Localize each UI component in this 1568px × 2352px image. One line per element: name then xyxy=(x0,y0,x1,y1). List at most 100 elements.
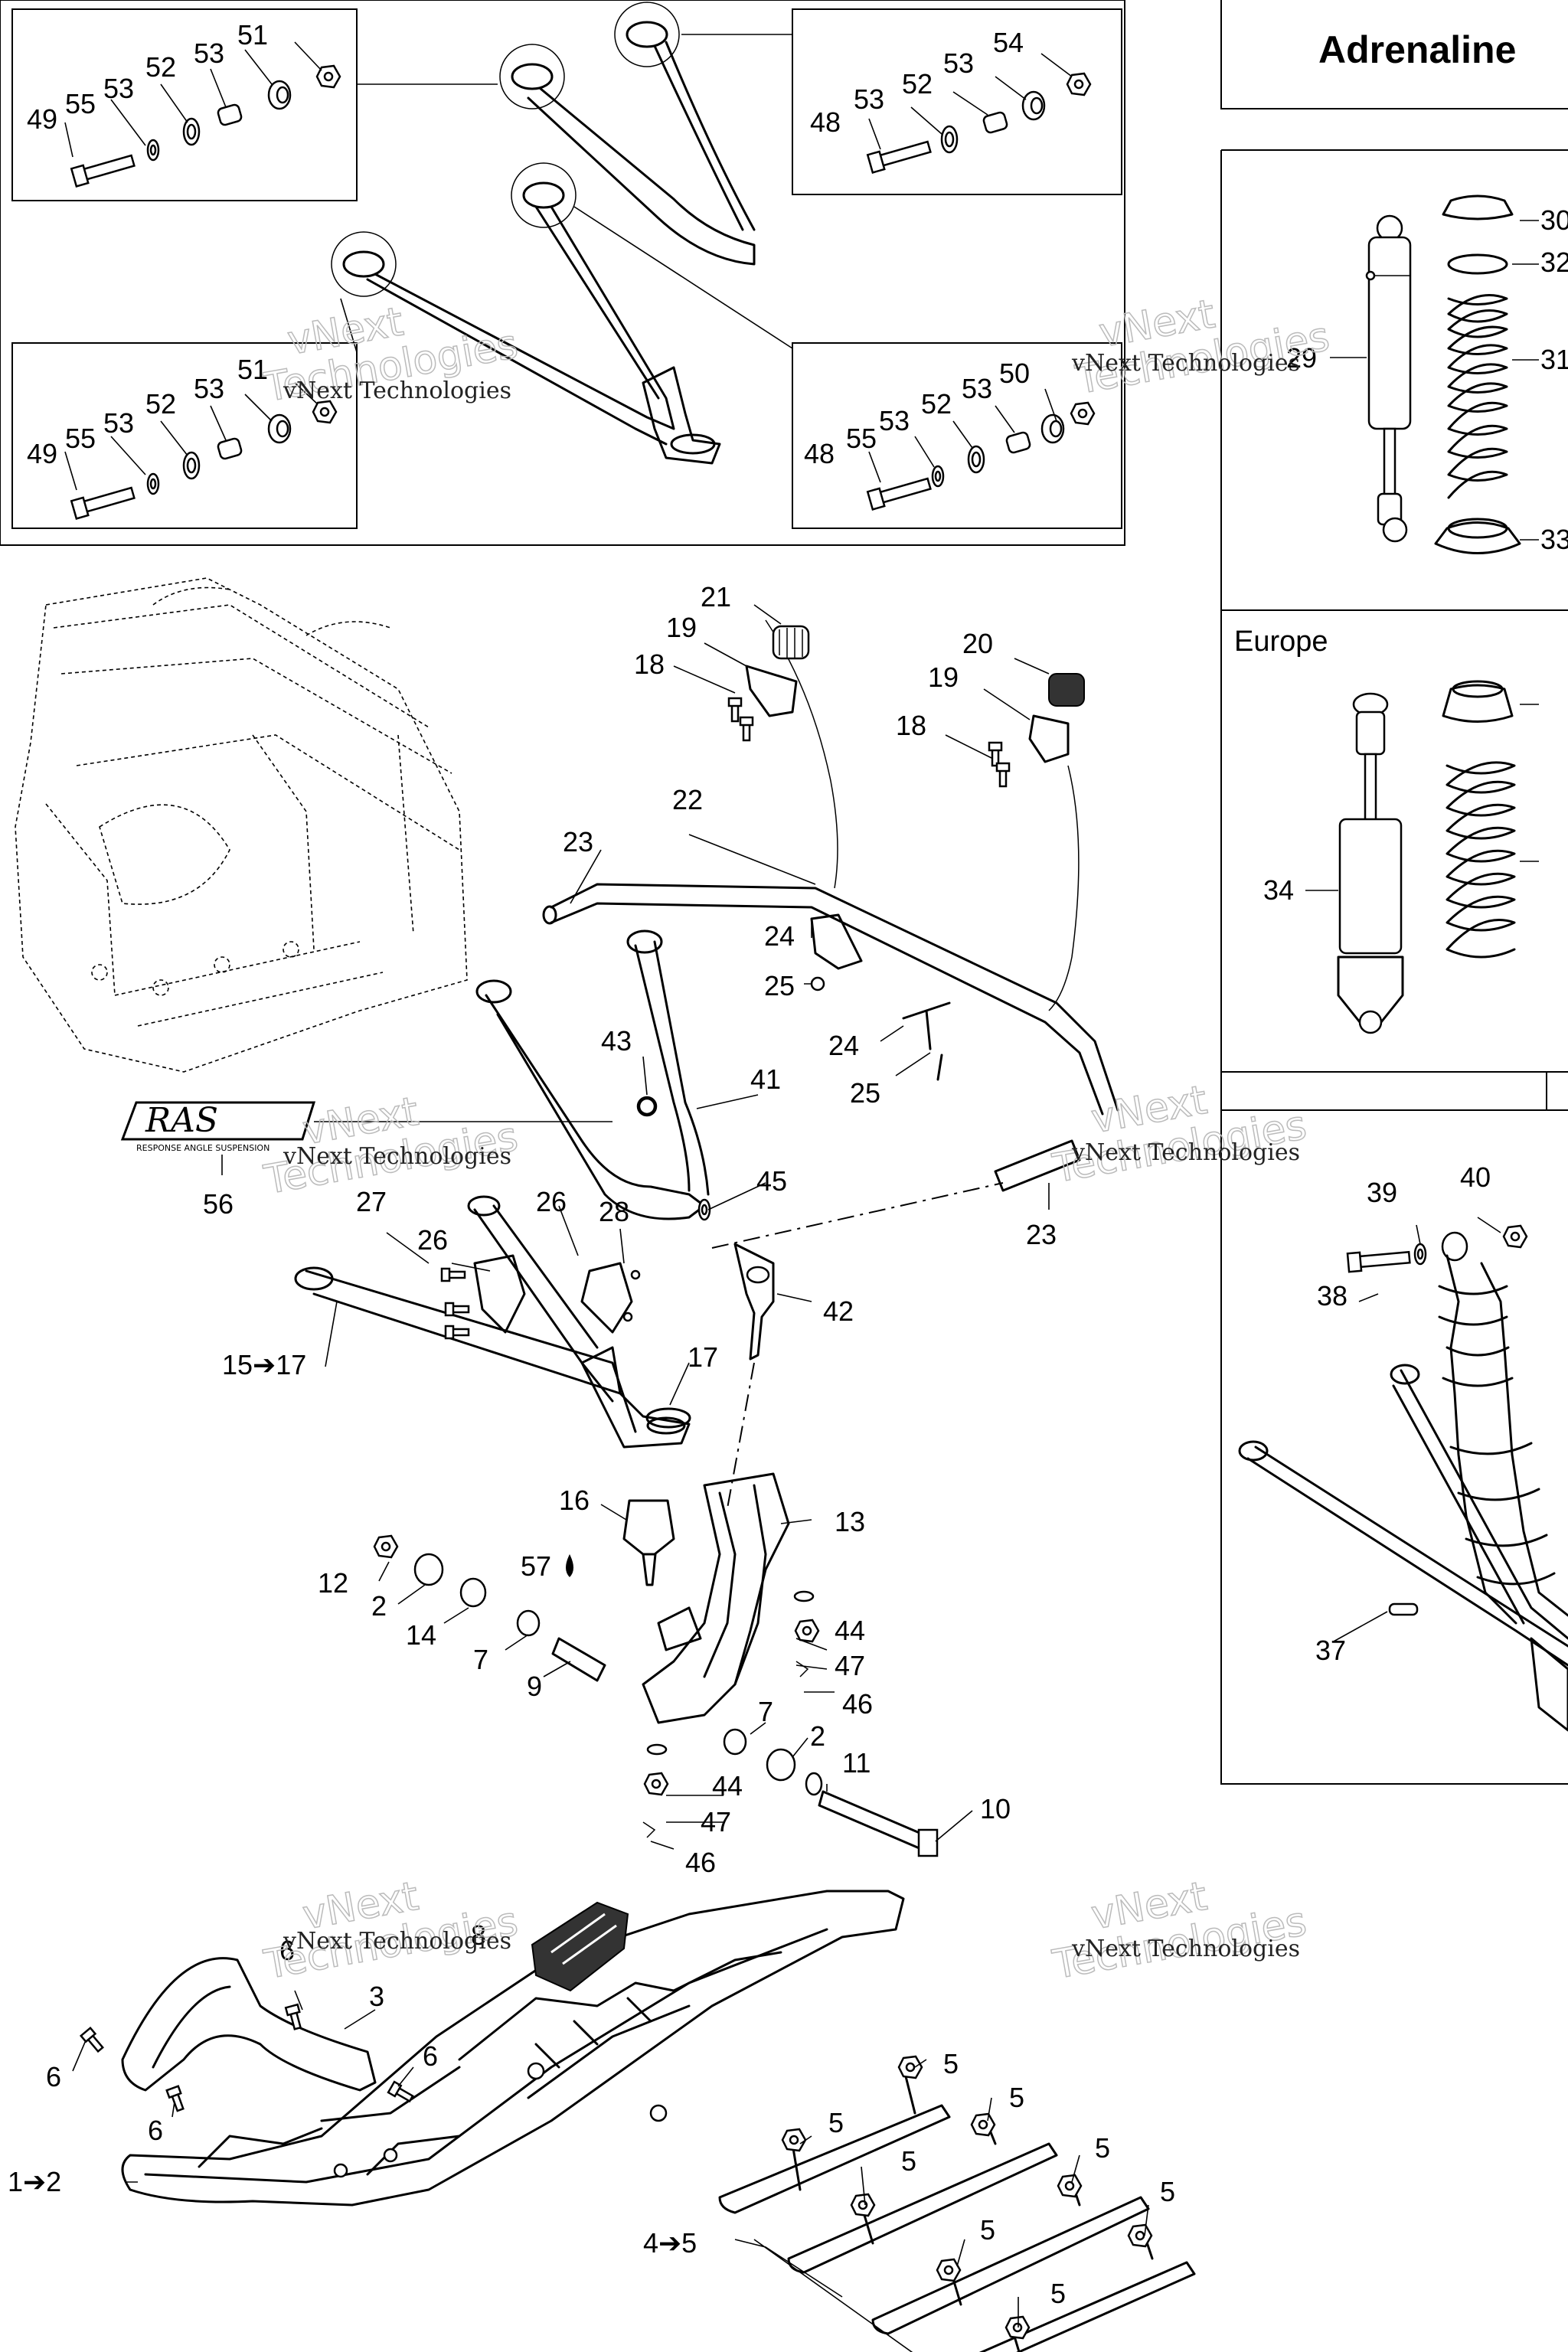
callout-55: 55 xyxy=(65,423,96,454)
assembled-suspension-view xyxy=(1238,1224,1568,1732)
callout-57: 57 xyxy=(521,1550,551,1582)
callout-7: 7 xyxy=(758,1696,773,1727)
callout-52: 52 xyxy=(921,388,952,420)
callout-6: 6 xyxy=(148,2115,163,2146)
callout-55: 55 xyxy=(65,88,96,119)
callout-46: 46 xyxy=(685,1847,716,1878)
callout-12: 12 xyxy=(318,1567,348,1599)
callout-55: 55 xyxy=(846,423,877,454)
callout-5: 5 xyxy=(1009,2082,1024,2113)
callout-6: 6 xyxy=(46,2061,61,2092)
callout-5: 5 xyxy=(980,2214,995,2246)
callout-7: 7 xyxy=(473,1644,488,1675)
inset-box-top-left xyxy=(11,8,358,201)
callout-11: 11 xyxy=(842,1747,871,1779)
carbide-runners xyxy=(718,2055,1196,2352)
callout-34: 34 xyxy=(1263,874,1294,906)
upper-a-arm-drawing xyxy=(331,2,756,465)
callout-56: 56 xyxy=(203,1188,234,1220)
callout-37: 37 xyxy=(1315,1635,1346,1666)
callout-17: 17 xyxy=(688,1341,718,1373)
callout-15-to-17: 15➔17 xyxy=(222,1349,306,1380)
ras-logo: RAS RESPONSE ANGLE SUSPENSION 56 xyxy=(120,1101,612,1220)
callout-16: 16 xyxy=(559,1485,590,1516)
inset-box-bottom-left xyxy=(11,342,358,529)
shock-absorber-29 xyxy=(1365,214,1412,543)
spring-europe xyxy=(1442,680,1516,959)
callout-4-to-5: 4➔5 xyxy=(643,2227,697,2259)
callout-52: 52 xyxy=(145,388,176,420)
callout-6: 6 xyxy=(279,1935,295,1966)
callout-5: 5 xyxy=(1160,2176,1175,2207)
region-label-europe: Europe xyxy=(1234,626,1328,658)
callout-53: 53 xyxy=(879,405,910,436)
upper-arms-section: 49 55 53 52 53 51 48 53 52 53 54 49 55 5… xyxy=(0,0,1125,546)
callout-26: 26 xyxy=(536,1186,567,1217)
callout-38: 38 xyxy=(1317,1280,1348,1312)
callout-19: 19 xyxy=(666,612,697,643)
callout-8: 8 xyxy=(471,1919,486,1951)
spring-parts-30-33 xyxy=(1434,194,1521,554)
ski-callouts: 6 3 6 6 6 8 1➔2 4➔5 5 5 5 5 5 5 5 5 xyxy=(8,1919,1175,2352)
callout-53: 53 xyxy=(943,47,974,79)
callout-27: 27 xyxy=(356,1186,387,1217)
callout-5: 5 xyxy=(901,2145,916,2177)
callout-5: 5 xyxy=(828,2107,844,2138)
callout-50: 50 xyxy=(999,358,1030,389)
callout-18: 18 xyxy=(634,648,665,680)
callout-49: 49 xyxy=(27,103,57,135)
callout-54: 54 xyxy=(993,27,1024,58)
callout-2: 2 xyxy=(810,1720,825,1752)
callout-48: 48 xyxy=(810,106,841,138)
callout-28: 28 xyxy=(599,1196,629,1227)
callout-52: 52 xyxy=(145,51,176,83)
callout-39: 39 xyxy=(1367,1177,1397,1208)
callout-25: 25 xyxy=(764,970,795,1001)
callout-43: 43 xyxy=(601,1025,632,1057)
inset-box-bottom-right xyxy=(792,342,1122,529)
callout-44: 44 xyxy=(835,1615,865,1646)
ras-logo-subtitle: RESPONSE ANGLE SUSPENSION xyxy=(136,1143,270,1153)
callout-42: 42 xyxy=(823,1295,854,1327)
callout-1-to-2: 1➔2 xyxy=(8,2166,61,2197)
callout-52: 52 xyxy=(902,68,933,100)
callout-29: 29 xyxy=(1286,342,1317,374)
callout-30: 30 xyxy=(1540,204,1568,236)
callout-26: 26 xyxy=(417,1224,448,1256)
a-arm-assembly xyxy=(294,929,1004,1857)
callout-48: 48 xyxy=(804,438,835,469)
inset-box-top-right xyxy=(792,8,1122,195)
watermark-text: vNext Technologies xyxy=(283,1143,511,1170)
callout-51: 51 xyxy=(237,354,268,385)
callout-21: 21 xyxy=(701,581,731,612)
callout-22: 22 xyxy=(672,784,703,815)
callout-24: 24 xyxy=(764,920,795,952)
callout-5: 5 xyxy=(943,2048,959,2079)
watermark-text: vNext Technologies xyxy=(1071,1139,1300,1166)
model-title: Adrenaline xyxy=(1318,28,1516,71)
watermarks: vNext Technologies vNext Technologies vN… xyxy=(260,291,1334,1989)
callout-44: 44 xyxy=(712,1770,743,1802)
callout-25: 25 xyxy=(850,1077,880,1109)
callout-53: 53 xyxy=(103,407,134,439)
callout-45: 45 xyxy=(756,1165,787,1197)
callout-53: 53 xyxy=(194,373,224,404)
callout-14: 14 xyxy=(406,1619,436,1651)
watermark-text: vNext Technologies xyxy=(1071,350,1300,377)
callout-10: 10 xyxy=(980,1793,1011,1824)
watermark-text: vNext Technologies xyxy=(283,1928,511,1955)
callout-20: 20 xyxy=(962,628,993,659)
watermark-text: vNext Technologies xyxy=(1071,1936,1300,1962)
callout-18: 18 xyxy=(896,710,926,741)
callout-53: 53 xyxy=(194,38,224,69)
ski-assembly xyxy=(80,1890,905,2207)
callout-3: 3 xyxy=(369,1981,384,2012)
callout-23: 23 xyxy=(563,826,593,858)
callout-53: 53 xyxy=(103,73,134,104)
callout-32: 32 xyxy=(1540,247,1568,278)
callout-41: 41 xyxy=(750,1063,781,1095)
upper-frame-box xyxy=(0,0,1125,546)
callout-9: 9 xyxy=(527,1671,542,1702)
callout-5: 5 xyxy=(1050,2278,1066,2309)
title-panel: Adrenaline xyxy=(1220,0,1568,109)
